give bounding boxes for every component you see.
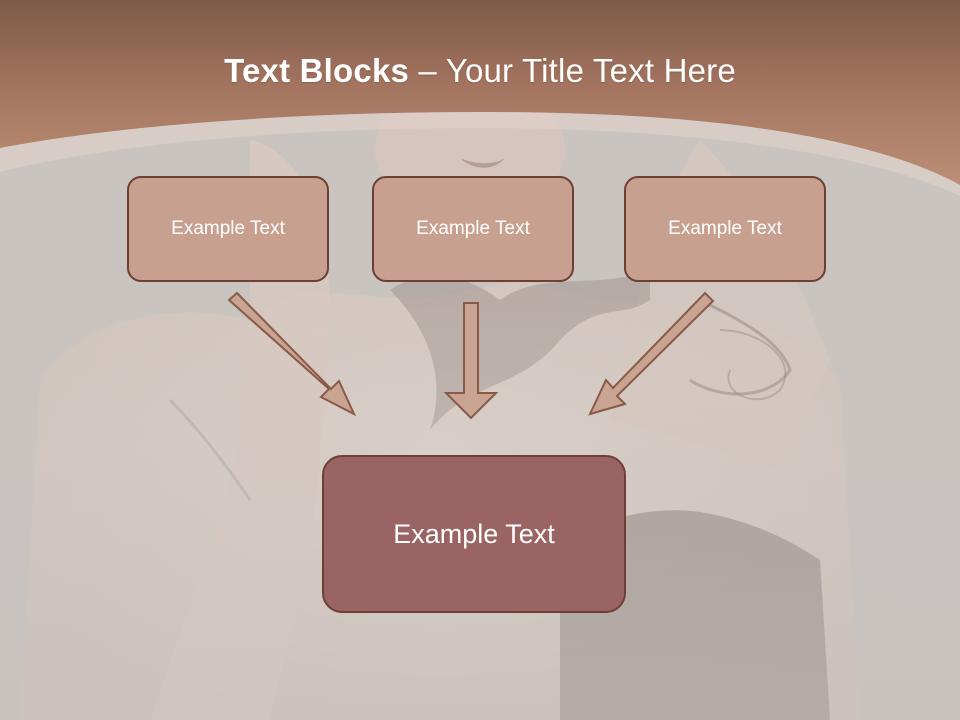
arrow-down-right-icon xyxy=(227,291,357,417)
slide-title: Text Blocks – Your Title Text Here xyxy=(0,52,960,90)
title-subtitle-part: – Your Title Text Here xyxy=(409,52,736,89)
arrow-down-icon xyxy=(443,302,499,420)
text-block-main-label: Example Text xyxy=(393,518,555,549)
arrow-down-left-icon xyxy=(588,291,715,416)
text-block-main: Example Text xyxy=(322,455,626,613)
text-block-right: Example Text xyxy=(624,176,826,282)
text-block-left-label: Example Text xyxy=(171,218,285,239)
title-bold-part: Text Blocks xyxy=(224,52,410,89)
text-block-right-label: Example Text xyxy=(668,218,782,239)
text-block-center: Example Text xyxy=(372,176,574,282)
text-block-left: Example Text xyxy=(127,176,329,282)
text-block-center-label: Example Text xyxy=(416,218,530,239)
